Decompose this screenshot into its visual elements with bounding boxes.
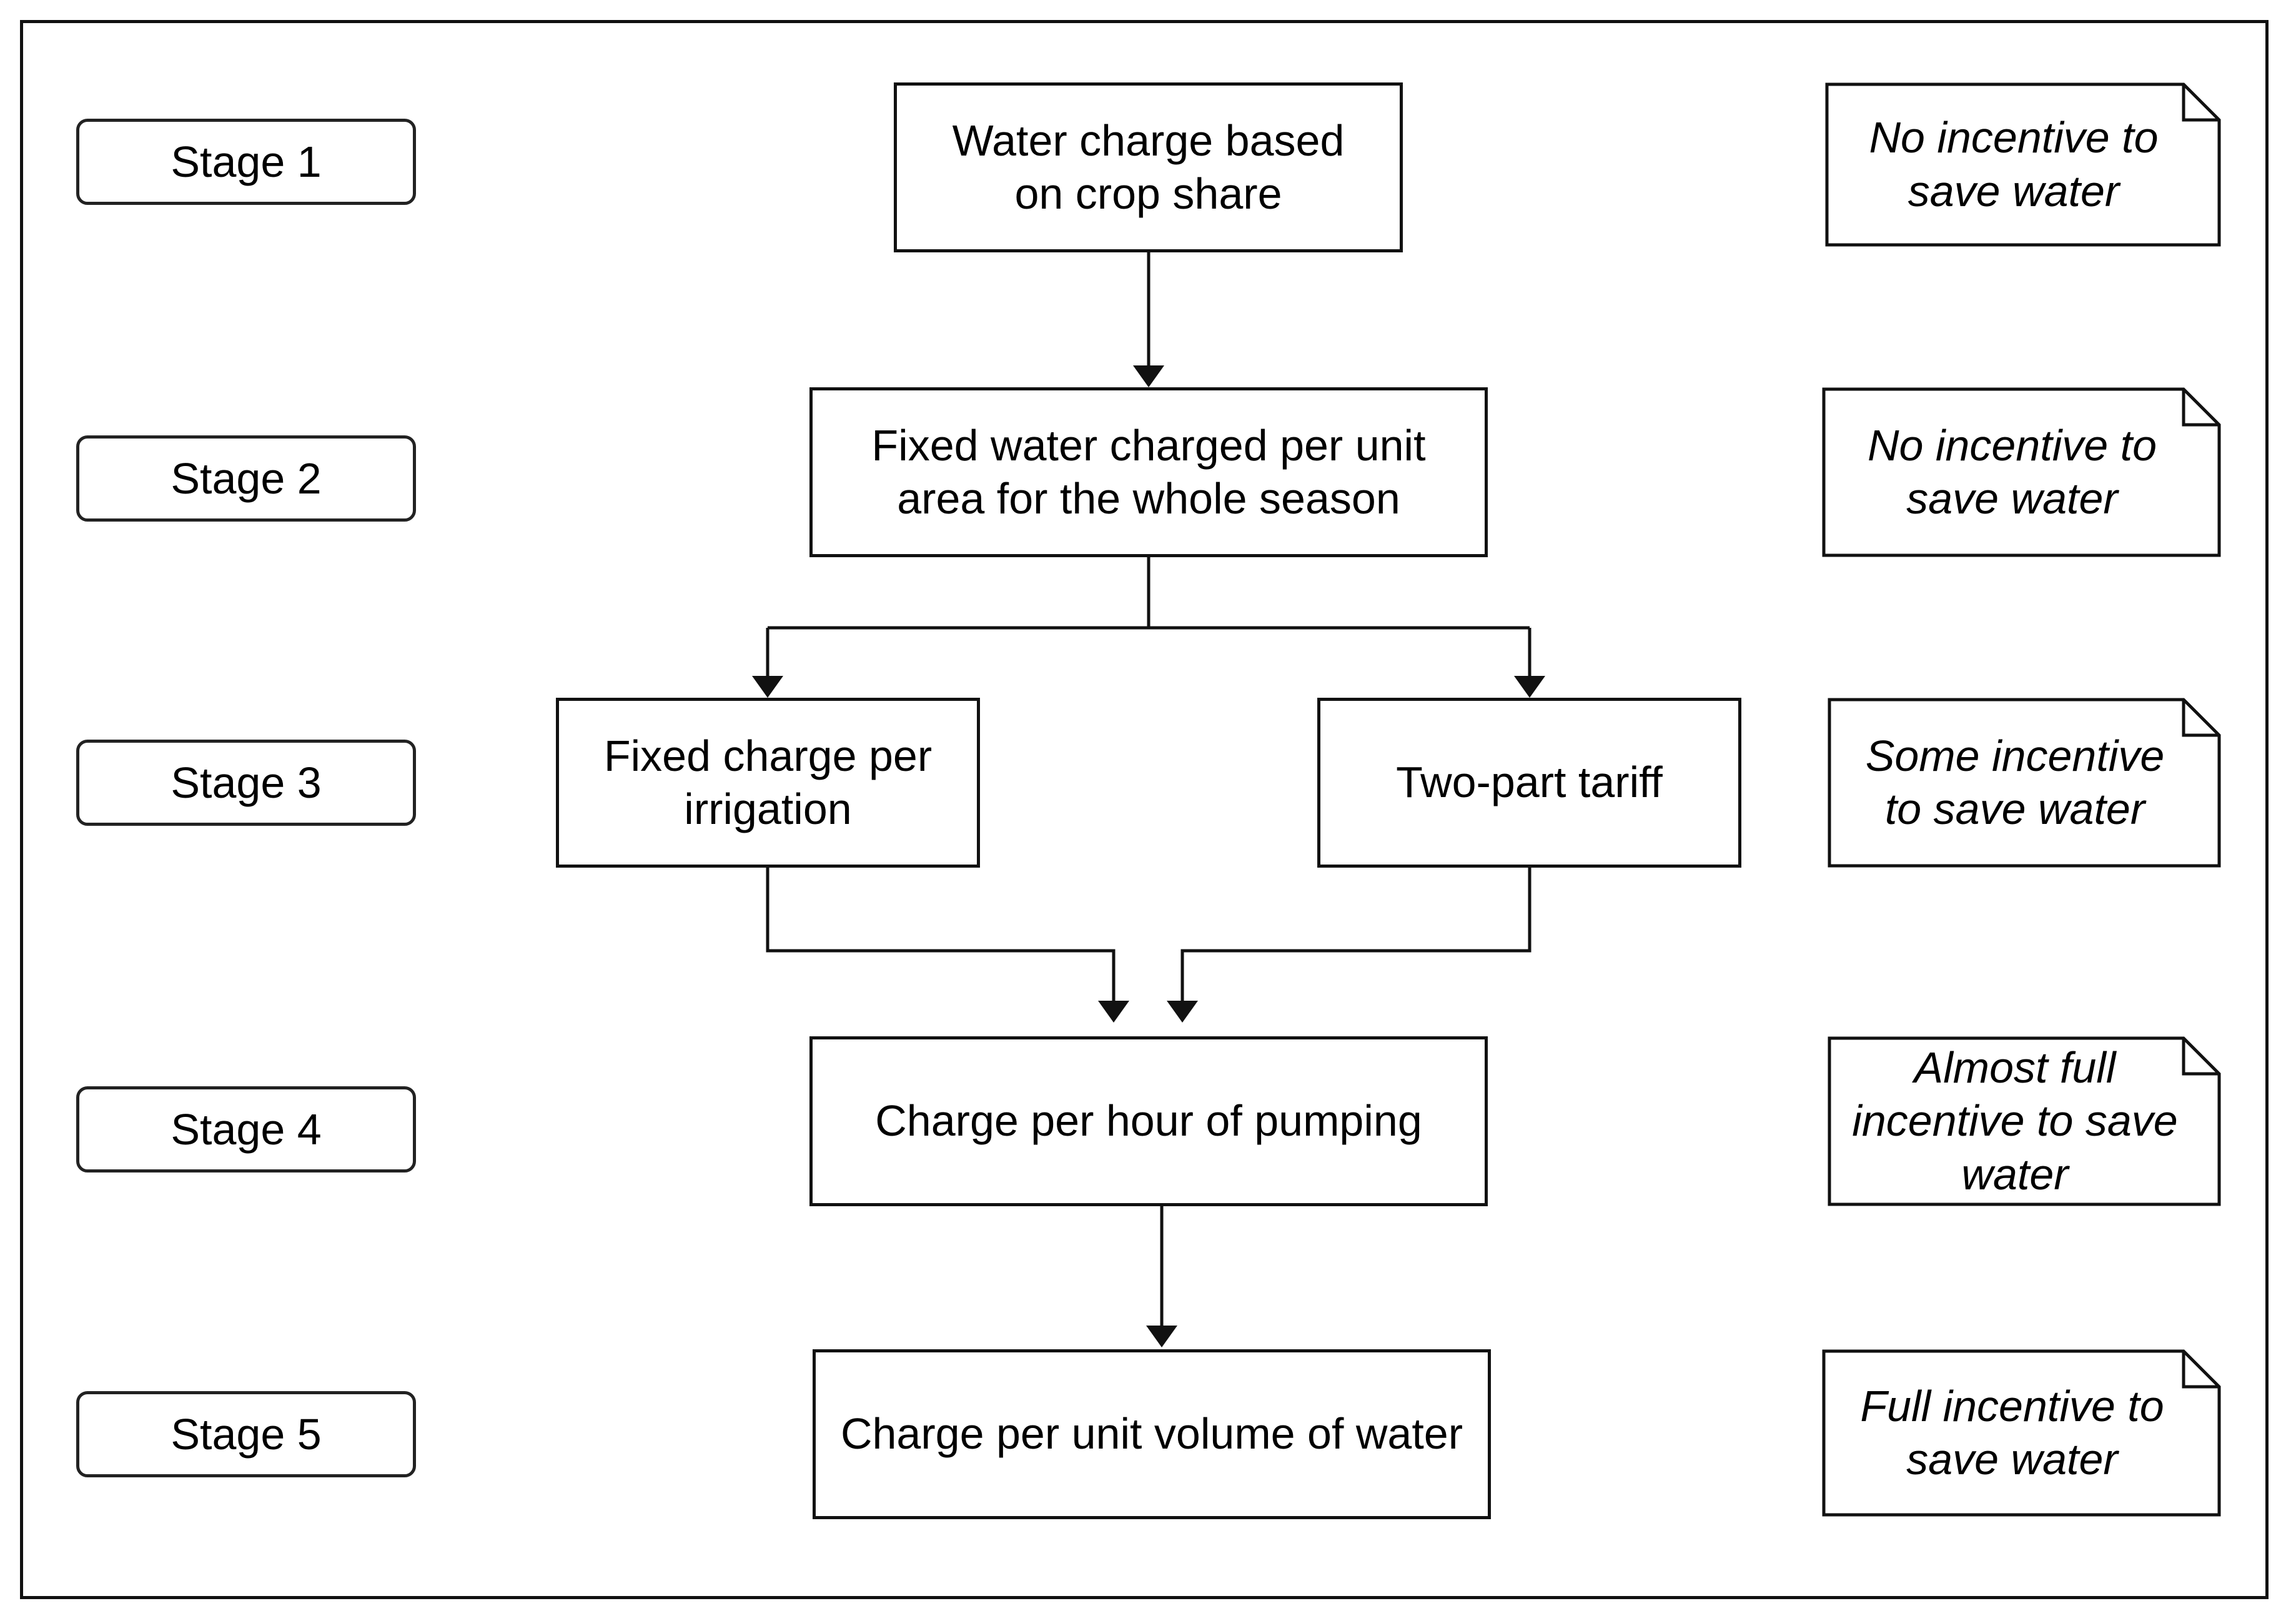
per-volume-text: Charge per unit volume of water xyxy=(840,1409,1463,1459)
incentive-note-5-text: Full incentive to save water xyxy=(1860,1381,2164,1484)
arrowhead-fixed-irrigation xyxy=(752,676,783,698)
outer-frame xyxy=(20,20,2269,1599)
per-volume-box: Charge per unit volume of water xyxy=(813,1349,1491,1519)
arrowhead-stage5 xyxy=(1146,1326,1177,1347)
fixed-area-box: Fixed water charged per unit area for th… xyxy=(809,387,1488,557)
stage-2-label: Stage 2 xyxy=(76,435,416,522)
arrowhead-two-part xyxy=(1514,676,1545,698)
arrowhead-stage2 xyxy=(1133,365,1164,387)
incentive-note-2: No incentive to save water xyxy=(1822,387,2221,557)
arrowhead-merge-left xyxy=(1098,1001,1129,1023)
two-part-tariff-text: Two-part tariff xyxy=(1396,758,1663,807)
stage-5-label: Stage 5 xyxy=(76,1391,416,1477)
incentive-note-3-text: Some incentive to save water xyxy=(1865,731,2165,833)
note-shape-3 xyxy=(1828,698,2221,868)
merge-right-path xyxy=(1180,868,1531,1003)
crop-share-box: Water charge based on crop share xyxy=(894,82,1403,252)
note-shape-5 xyxy=(1822,1349,2221,1517)
note-shape-4 xyxy=(1828,1036,2221,1206)
incentive-note-5: Full incentive to save water xyxy=(1822,1349,2221,1517)
per-hour-box: Charge per hour of pumping xyxy=(809,1036,1488,1206)
arrowhead-merge-right xyxy=(1167,1001,1198,1023)
two-part-tariff-box: Two-part tariff xyxy=(1317,698,1741,868)
note-shape-1 xyxy=(1825,82,2221,247)
stage-3-label: Stage 3 xyxy=(76,740,416,826)
fixed-irrigation-box: Fixed charge per irrigation xyxy=(556,698,980,868)
incentive-note-4: Almost full incentive to save water xyxy=(1828,1036,2221,1206)
crop-share-text: Water charge based on crop share xyxy=(952,116,1345,218)
fixed-area-text: Fixed water charged per unit area for th… xyxy=(871,420,1426,523)
fixed-irrigation-text: Fixed charge per irrigation xyxy=(603,731,933,833)
incentive-note-4-text: Almost full incentive to save water xyxy=(1852,1043,2178,1199)
note-shape-2 xyxy=(1822,387,2221,557)
merge-left-path xyxy=(766,868,1116,1003)
incentive-note-1: No incentive to save water xyxy=(1825,82,2221,247)
incentive-note-3: Some incentive to save water xyxy=(1828,698,2221,868)
stage-4-label: Stage 4 xyxy=(76,1086,416,1172)
incentive-note-2-text: No incentive to save water xyxy=(1867,420,2157,523)
stage-1-label: Stage 1 xyxy=(76,119,416,205)
per-hour-text: Charge per hour of pumping xyxy=(875,1096,1422,1146)
incentive-note-1-text: No incentive to save water xyxy=(1869,113,2159,216)
